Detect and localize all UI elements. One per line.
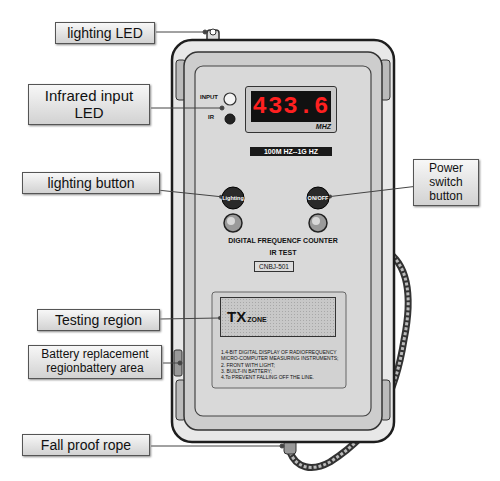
device-text: 100M HZ--1G HZ	[264, 148, 318, 155]
button-cap: ON/OFF	[306, 186, 330, 210]
button-cap: Lighting	[221, 186, 245, 210]
device-text: ZONE	[246, 316, 266, 323]
callout-text: lighting LED	[67, 25, 143, 41]
note-text: 1.4-BIT DIGITAL DISPLAY OF RADIOFREQUENC…	[221, 349, 339, 362]
callout-box: Fall proof rope	[22, 434, 150, 456]
notes-block: 1.4-BIT DIGITAL DISPLAY OF RADIOFREQUENC…	[221, 349, 339, 380]
leader-line	[160, 316, 222, 320]
note-text: 3. BUILT-IN BATTERY;	[221, 368, 339, 374]
device-text: MHZ	[251, 122, 331, 130]
callout-box: Power switch button	[413, 159, 479, 206]
device-text: CNBJ-501	[259, 263, 289, 270]
callout-text: Testing region	[55, 312, 142, 328]
callout-text: Battery replacement regionbattery area	[41, 347, 148, 375]
callout-box: lighting LED	[55, 22, 155, 44]
push-button	[224, 214, 242, 232]
note-text: 2. FRONT WITH LIGHT;	[221, 362, 339, 368]
push-button-shine	[227, 217, 235, 225]
led	[210, 29, 216, 35]
leader-line	[160, 190, 223, 198]
device-text: TX	[227, 308, 246, 325]
ir-led	[225, 114, 235, 124]
callout-text: Infrared input LED	[45, 87, 133, 121]
test-zone: TXZONE	[220, 297, 336, 337]
bumper-inner	[184, 52, 382, 430]
callout-text: Fall proof rope	[41, 437, 131, 453]
callout-box: Battery replacement regionbattery area	[28, 345, 162, 379]
callout-box: Infrared input LED	[28, 84, 150, 125]
lcd-display: 433.6MHZ	[245, 86, 337, 133]
test-panel	[212, 292, 346, 388]
device-text: ON/OFF	[306, 186, 330, 210]
note-text: 4.To PREVENT FALLING OFF THE LINE.	[221, 374, 339, 380]
callout-box: lighting button	[22, 172, 160, 194]
panel-text: INPUT	[200, 94, 218, 100]
callout-text: Power switch button	[429, 161, 463, 203]
input-led	[224, 93, 236, 105]
callout-text: lighting button	[47, 175, 134, 191]
leader-line	[328, 187, 413, 199]
face-panel	[195, 66, 371, 416]
device-text: 433.6	[251, 91, 331, 122]
panel-text: IR	[208, 114, 214, 120]
push-button-shine	[312, 217, 320, 225]
push-button	[309, 214, 327, 232]
model-box: CNBJ-501	[254, 261, 294, 272]
panel-text: IR TEST	[195, 249, 371, 256]
panel-text: DIGITAL FREQUENCF COUNTER	[195, 237, 371, 244]
device-text: Lighting	[221, 186, 245, 210]
housing	[172, 40, 394, 442]
callout-box: Testing region	[37, 309, 160, 331]
range-band: 100M HZ--1G HZ	[250, 147, 332, 156]
